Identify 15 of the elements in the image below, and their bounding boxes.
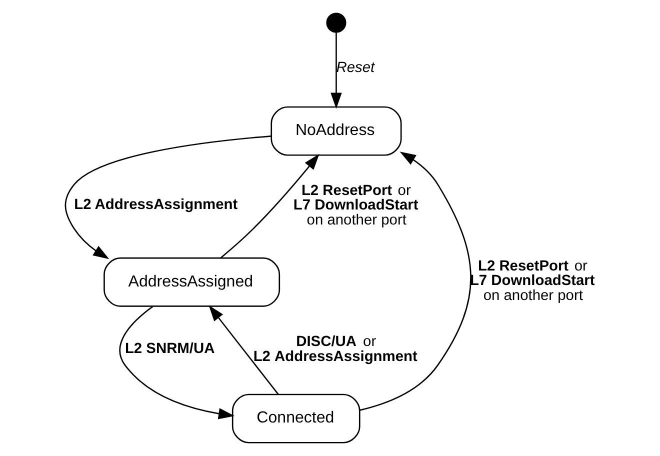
arrow [64,136,270,260]
arrow [359,152,471,411]
node-box: NoAddress [270,106,402,156]
edge-label: DISC/UA or L2 AddressAssignment [252,334,417,365]
arrow [208,305,278,395]
node-circle [326,12,346,33]
edge-label: L2 AddressAssignment [74,197,238,214]
arrow [118,306,234,420]
node-box: AddressAssigned [103,257,280,307]
edge-label: L2 ResetPort or L7 DownloadStart on another port [469,258,594,304]
edge-label: L2 ResetPort or L7 DownloadStart on another port [292,182,418,228]
edge-label: L2 SNRM/UA [124,340,214,357]
node-box: Connected [231,394,360,444]
arrow [220,154,319,258]
arrow [330,32,342,109]
